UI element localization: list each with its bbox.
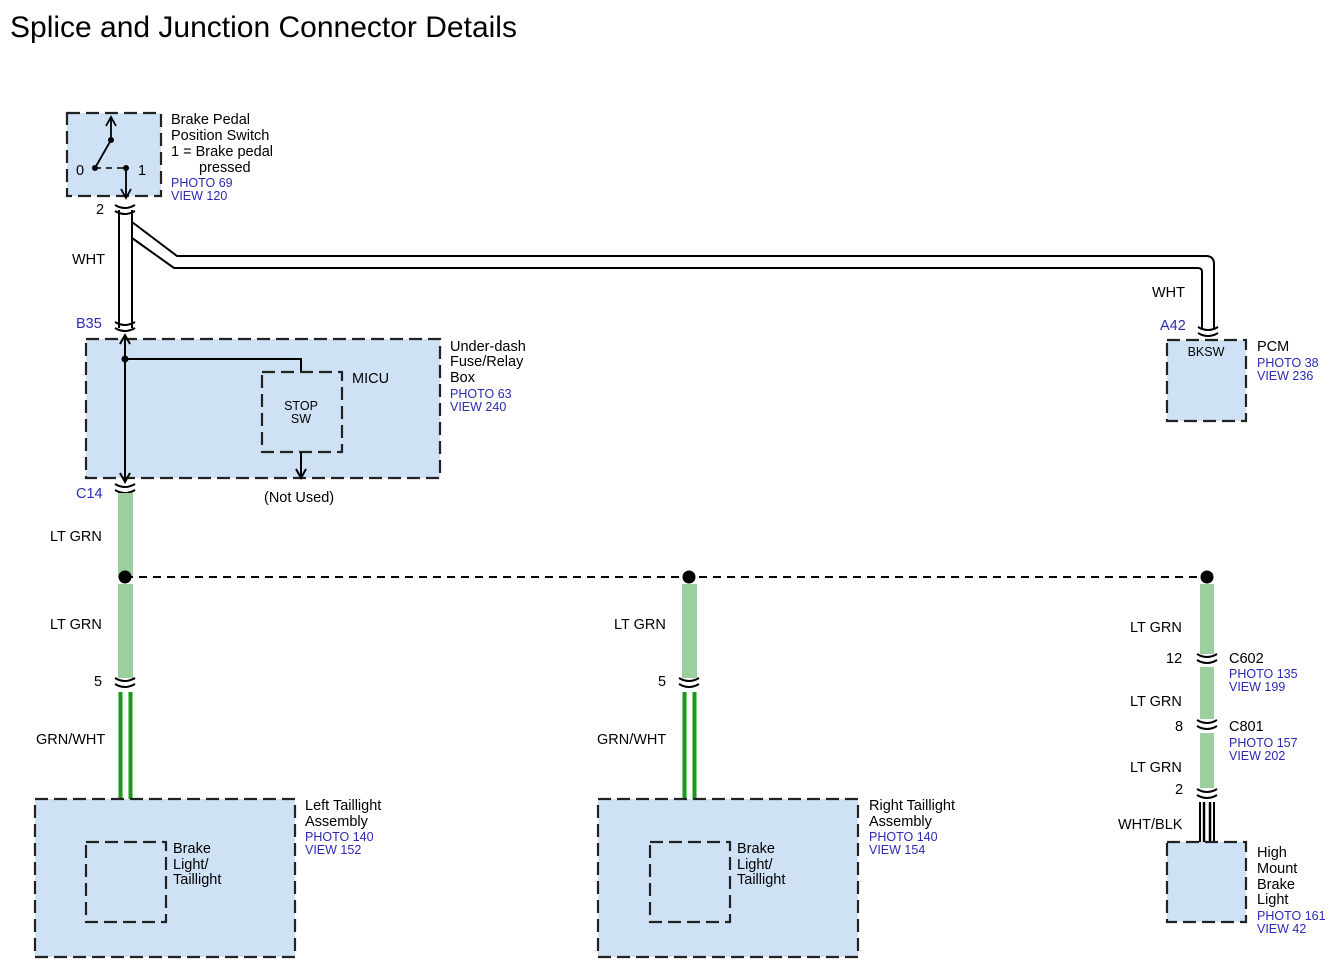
high-mount-name-line2: Mount	[1257, 861, 1297, 877]
connector-b35-label: B35	[76, 316, 102, 332]
switch-position-1-label: 1	[138, 163, 146, 179]
page-title: Splice and Junction Connector Details	[10, 11, 517, 44]
fuse-box-name-line2: Fuse/Relay	[450, 354, 524, 370]
right-wire-color-upper: LT GRN	[614, 617, 666, 633]
fuse-box-photo-ref: PHOTO 63	[450, 387, 512, 401]
left-lamp-label-line3: Taillight	[173, 872, 221, 888]
high-mount-lamp-pin: 2	[1175, 782, 1183, 798]
stop-sw-label-line1: STOP	[284, 399, 318, 413]
wire-color-lt-grn-c14: LT GRN	[50, 529, 102, 545]
high-mount-name-line3: Brake	[1257, 877, 1295, 893]
high-mount-wire-color-3: LT GRN	[1130, 760, 1182, 776]
high-mount-name-line1: High	[1257, 845, 1287, 861]
connector-c602-label: C602	[1229, 651, 1264, 667]
wht-wire-to-pcm	[131, 221, 1215, 330]
left-wire-color-upper: LT GRN	[50, 617, 102, 633]
pcm-view-ref: VIEW 236	[1257, 369, 1313, 383]
pcm-name: PCM	[1257, 339, 1289, 355]
splice-point-right	[1200, 570, 1214, 584]
right-taillight-photo-ref: PHOTO 140	[869, 830, 938, 844]
high-mount-wire-color-4: WHT/BLK	[1118, 817, 1183, 833]
brake-switch-pin-number: 2	[96, 202, 104, 218]
brake-switch-view-ref: VIEW 120	[171, 189, 227, 203]
pcm-photo-ref: PHOTO 38	[1257, 356, 1319, 370]
right-lamp-label-line3: Taillight	[737, 872, 785, 888]
high-mount-brake-light	[1165, 840, 1248, 924]
high-mount-wire-color-1: LT GRN	[1130, 620, 1182, 636]
splice-point-left	[118, 570, 132, 584]
connector-a42-label: A42	[1160, 318, 1186, 334]
right-lamp-label-line2: Light/	[737, 857, 773, 873]
right-taillight-assembly	[596, 797, 860, 959]
fuse-box-name-line3: Box	[450, 370, 476, 386]
left-lamp-label-line2: Light/	[173, 857, 209, 873]
right-taillight-name-line1: Right Taillight	[869, 798, 955, 814]
right-taillight-name-line2: Assembly	[869, 814, 933, 830]
connector-c14-label: C14	[76, 486, 103, 502]
connector-a42	[1197, 326, 1219, 337]
c801-view-ref: VIEW 202	[1229, 749, 1285, 763]
high-mount-name-line4: Light	[1257, 892, 1288, 908]
right-wire-color-lower: GRN/WHT	[597, 732, 666, 748]
right-connector-pin: 5	[658, 674, 666, 690]
left-taillight-name-line2: Assembly	[305, 814, 369, 830]
not-used-label: (Not Used)	[264, 490, 334, 506]
micu-label: MICU	[352, 371, 389, 387]
c602-pin-number: 12	[1166, 651, 1182, 667]
switch-position-0-label: 0	[76, 163, 84, 179]
pcm-module	[1165, 338, 1248, 423]
left-connector-pin: 5	[94, 674, 102, 690]
stop-sw-label-line2: SW	[291, 412, 311, 426]
fuse-box-view-ref: VIEW 240	[450, 400, 506, 414]
right-taillight-view-ref: VIEW 154	[869, 843, 925, 857]
brake-switch-name-line1: Brake Pedal	[171, 112, 250, 128]
brake-switch-desc-line2: pressed	[199, 160, 251, 176]
c602-photo-ref: PHOTO 135	[1229, 667, 1298, 681]
under-dash-fuse-relay-box	[84, 332, 442, 485]
c801-pin-number: 8	[1175, 719, 1183, 735]
connector-b35	[114, 321, 136, 332]
connector-c801-label: C801	[1229, 719, 1264, 735]
high-mount-photo-ref: PHOTO 161	[1257, 909, 1326, 923]
wire-color-wht-right: WHT	[1152, 285, 1185, 301]
c602-view-ref: VIEW 199	[1229, 680, 1285, 694]
high-mount-wire-color-2: LT GRN	[1130, 694, 1182, 710]
wht-wire-to-fuse-box	[118, 210, 133, 328]
left-wire-color-lower: GRN/WHT	[36, 732, 105, 748]
connector-c14	[114, 483, 136, 494]
splice-point-middle	[682, 570, 696, 584]
pcm-pin-bksw: BKSW	[1188, 345, 1225, 359]
right-lamp-label-line1: Brake	[737, 841, 775, 857]
left-taillight-photo-ref: PHOTO 140	[305, 830, 374, 844]
c801-photo-ref: PHOTO 157	[1229, 736, 1298, 750]
brake-switch-desc-line1: 1 = Brake pedal	[171, 144, 273, 160]
brake-switch-photo-ref: PHOTO 69	[171, 176, 233, 190]
fuse-box-name-line1: Under-dash	[450, 339, 526, 355]
brake-pedal-position-switch: 0 1	[65, 111, 163, 200]
left-lamp-label-line1: Brake	[173, 841, 211, 857]
lt-grn-wire-c14	[118, 493, 133, 577]
high-mount-branch-wiring	[1196, 584, 1218, 842]
brake-switch-connector-pin	[114, 204, 136, 215]
high-mount-view-ref: VIEW 42	[1257, 922, 1306, 936]
left-taillight-assembly	[33, 797, 297, 959]
left-taillight-view-ref: VIEW 152	[305, 843, 361, 857]
wire-color-wht-left: WHT	[72, 252, 105, 268]
left-taillight-name-line1: Left Taillight	[305, 798, 381, 814]
brake-switch-name-line2: Position Switch	[171, 128, 269, 144]
